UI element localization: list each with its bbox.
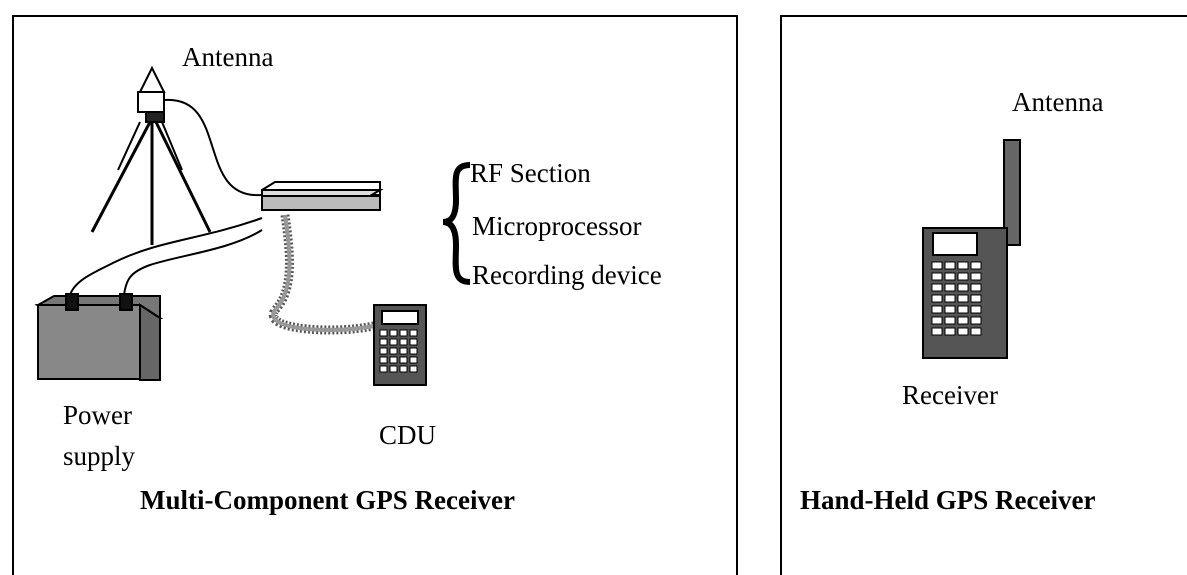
keypad-key — [957, 294, 969, 303]
keypad-key — [399, 365, 408, 373]
keypad-key — [944, 327, 956, 336]
tripod-antenna-icon — [90, 65, 263, 245]
handheld-receiver-icon — [922, 139, 1021, 359]
hand-held-panel — [780, 15, 1187, 575]
keypad-key — [379, 338, 388, 346]
microprocessor-label: Microprocessor — [472, 211, 642, 241]
keypad-key — [944, 261, 956, 270]
hand-held-caption: Hand-Held GPS Receiver — [800, 485, 1096, 515]
keypad-key — [399, 329, 408, 337]
keypad-key — [957, 305, 969, 314]
keypad-key — [409, 347, 418, 355]
keypad-key — [931, 272, 943, 281]
keypad-key — [957, 327, 969, 336]
keypad-key — [389, 329, 398, 337]
handheld-keypad-icon — [931, 261, 982, 336]
keypad-key — [389, 338, 398, 346]
brace-icon — [442, 162, 471, 285]
keypad-key — [931, 316, 943, 325]
keypad-key — [931, 294, 943, 303]
antenna-label: Antenna — [182, 42, 274, 72]
keypad-key — [409, 365, 418, 373]
keypad-key — [399, 338, 408, 346]
keypad-key — [409, 338, 418, 346]
keypad-key — [957, 261, 969, 270]
keypad-key — [399, 347, 408, 355]
keypad-key — [379, 329, 388, 337]
keypad-key — [970, 261, 982, 270]
cdu-keypad-icon — [379, 329, 418, 373]
power-label-line1: Power — [63, 400, 132, 430]
keypad-key — [944, 272, 956, 281]
keypad-key — [379, 365, 388, 373]
keypad-key — [379, 347, 388, 355]
keypad-key — [379, 356, 388, 364]
rf-section-label: RF Section — [470, 158, 591, 188]
keypad-key — [389, 356, 398, 364]
keypad-key — [409, 356, 418, 364]
keypad-key — [931, 327, 943, 336]
cdu-label: CDU — [379, 420, 437, 450]
keypad-key — [399, 356, 408, 364]
power-supply-icon — [34, 293, 164, 381]
keypad-key — [970, 327, 982, 336]
recording-device-label: Recording device — [472, 260, 662, 290]
keypad-key — [944, 283, 956, 292]
keypad-key — [944, 294, 956, 303]
keypad-key — [389, 365, 398, 373]
multi-component-caption: Multi-Component GPS Receiver — [140, 485, 515, 515]
keypad-key — [944, 305, 956, 314]
receiver-unit-icon — [261, 181, 384, 211]
keypad-key — [931, 261, 943, 270]
keypad-key — [957, 272, 969, 281]
power-label-line2: supply — [63, 441, 136, 471]
keypad-key — [970, 283, 982, 292]
keypad-key — [970, 272, 982, 281]
receiver-label: Receiver — [902, 380, 998, 410]
keypad-key — [970, 294, 982, 303]
keypad-key — [931, 283, 943, 292]
multi-component-panel — [12, 15, 738, 575]
keypad-key — [931, 305, 943, 314]
keypad-key — [944, 316, 956, 325]
keypad-key — [970, 305, 982, 314]
keypad-key — [389, 347, 398, 355]
keypad-key — [957, 283, 969, 292]
power-cable-icon — [69, 217, 263, 296]
keypad-key — [970, 316, 982, 325]
handheld-antenna-label: Antenna — [1012, 87, 1104, 117]
keypad-key — [957, 316, 969, 325]
keypad-key — [409, 329, 418, 337]
coiled-cable-icon — [268, 214, 380, 335]
